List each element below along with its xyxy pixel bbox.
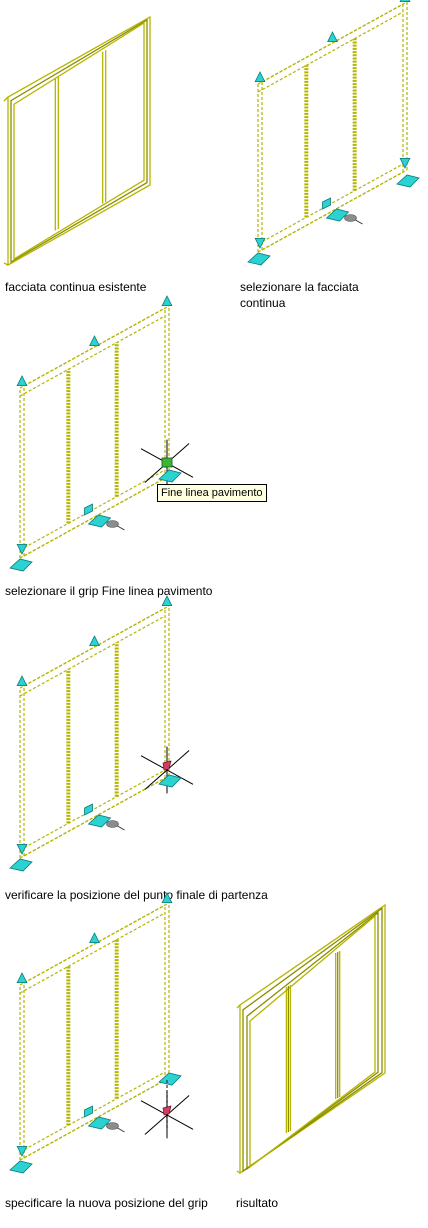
caption-step-6: risultato <box>236 1196 279 1210</box>
head-line <box>19 912 166 994</box>
direction-line <box>117 825 125 831</box>
direction-line <box>117 1127 125 1133</box>
floor-grip-icon <box>87 514 112 528</box>
wall-bottom-edge <box>19 777 166 859</box>
depth-edge <box>236 1170 241 1174</box>
floor-grip-icon <box>247 252 271 266</box>
grip-triangle-icon <box>399 158 411 169</box>
panel-new-position <box>9 892 194 1174</box>
wall-top-edge <box>257 3 404 85</box>
grip-triangle-icon <box>161 595 173 606</box>
floor-grip-icon <box>9 1160 33 1174</box>
grip-triangle-icon <box>16 544 28 555</box>
head-line <box>19 615 166 697</box>
depth-edge <box>3 96 9 102</box>
result-frame-outline <box>239 903 386 1175</box>
result-frame-outline <box>246 911 379 1171</box>
depth-edge <box>236 1004 241 1009</box>
wall-top-edge <box>19 904 166 986</box>
floor-grip-icon <box>87 814 112 828</box>
floor-grip-icon <box>325 208 350 222</box>
result-frame-outline <box>242 907 383 1173</box>
selected-grip-icon <box>161 457 173 468</box>
direction-line <box>355 219 363 225</box>
panel-selected-wall <box>247 0 420 266</box>
panel-pick-grip <box>9 295 194 572</box>
curtain-wall-selected-icon <box>247 0 420 266</box>
panel-result <box>236 903 386 1175</box>
wall-frame-outline <box>7 15 151 267</box>
wall-bottom-edge <box>23 775 170 857</box>
curtain-wall-grip-picked-icon <box>9 295 194 572</box>
floor-grip-icon <box>9 858 33 872</box>
grip-triangle-icon <box>16 375 28 386</box>
result-frame-outline <box>249 914 376 1169</box>
caption-step-5: specificare la nuova posizione del grip <box>5 1196 208 1210</box>
floor-grip-icon <box>87 1116 112 1130</box>
grip-triangle-icon <box>327 31 338 42</box>
curtain-wall-solid-icon <box>3 15 151 267</box>
grip-triangle-icon <box>89 335 100 346</box>
curtain-wall-result-icon <box>236 903 386 1175</box>
caption-step-1: facciata continua esistente <box>5 280 147 294</box>
wall-frame-outline <box>13 21 145 261</box>
direction-grip-icon <box>344 214 357 222</box>
head-line <box>19 315 166 397</box>
wall-top-edge <box>19 307 166 389</box>
curtain-wall-new-position-icon <box>9 892 194 1174</box>
mullion-grip-icon <box>84 1105 93 1118</box>
caption-step-2: selezionare la facciata continua <box>240 280 359 310</box>
panel-start-point <box>9 595 194 872</box>
floor-grip-icon <box>158 1072 182 1086</box>
direction-grip-icon <box>106 1122 119 1130</box>
direction-grip-icon <box>106 520 119 528</box>
floor-grip-icon <box>9 558 33 572</box>
caption-step-3: selezionare il grip Fine linea pavimento <box>5 584 213 598</box>
grip-triangle-icon <box>89 635 100 646</box>
mullion-grip-icon <box>84 503 93 516</box>
caption-step-4: verificare la posizione del punto finale… <box>5 888 268 902</box>
curtain-wall-start-point-icon <box>9 595 194 872</box>
depth-edge <box>3 262 9 266</box>
wall-bottom-edge <box>23 1077 170 1159</box>
wall-top-edge <box>19 607 166 689</box>
grip-triangle-icon <box>161 892 173 903</box>
wall-bottom-edge <box>19 1079 166 1161</box>
grip-triangle-icon <box>254 71 266 82</box>
grip-triangle-icon <box>16 844 28 855</box>
wall-bottom-edge <box>257 171 404 253</box>
floor-grip-icon <box>396 174 420 188</box>
target-grip-icon <box>162 1105 172 1116</box>
target-grip-icon <box>162 760 172 771</box>
wall-bottom-edge <box>19 477 166 559</box>
grip-triangle-icon <box>89 932 100 943</box>
direction-grip-icon <box>106 820 119 828</box>
direction-line <box>117 525 125 531</box>
floor-grip-icon <box>158 774 182 788</box>
floor-grip-icon <box>158 469 182 483</box>
grip-triangle-icon <box>16 972 28 983</box>
grip-triangle-icon <box>161 295 173 306</box>
grip-triangle-icon <box>16 1146 28 1157</box>
mullion-grip-icon <box>84 803 93 816</box>
wall-bottom-edge <box>261 169 408 251</box>
panel-existing-wall <box>3 15 151 267</box>
wall-frame-outline <box>10 18 148 264</box>
grip-tooltip: Fine linea pavimento <box>157 484 267 502</box>
mullion-grip-icon <box>322 197 331 210</box>
head-line <box>257 11 404 93</box>
grip-triangle-icon <box>399 0 411 2</box>
wall-bottom-edge <box>23 475 170 557</box>
grip-triangle-icon <box>16 675 28 686</box>
grip-triangle-icon <box>254 238 266 249</box>
